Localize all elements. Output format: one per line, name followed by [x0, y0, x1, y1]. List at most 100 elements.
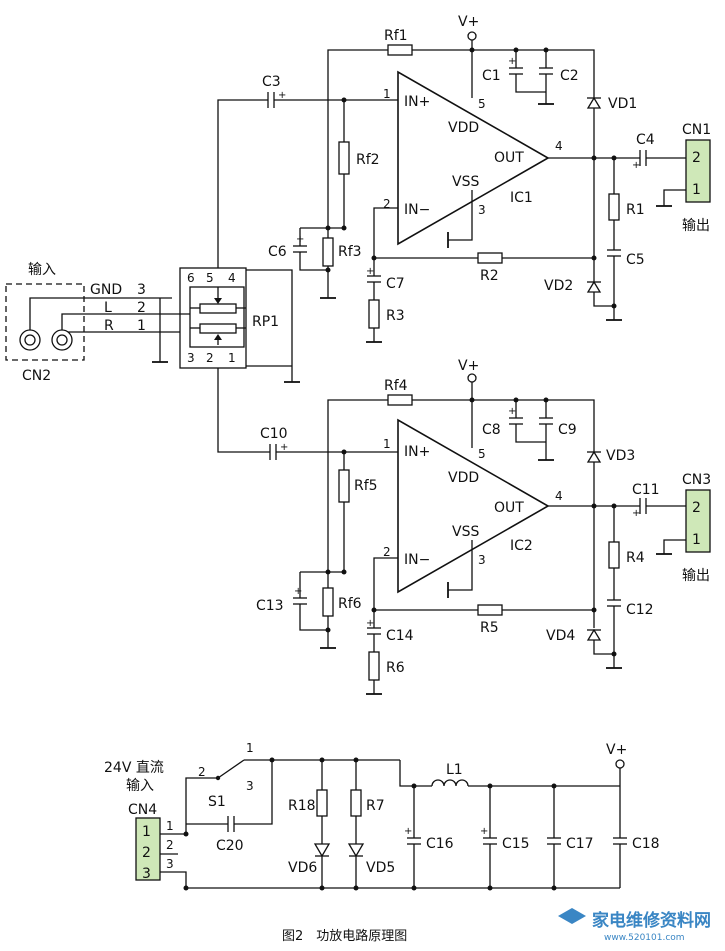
ic1-out: OUT	[494, 150, 524, 166]
l-pin-number: 2	[137, 300, 146, 316]
ic2-in-plus: IN+	[404, 444, 430, 460]
potentiometer-rp1: 6 5 4 3 2 1 RP1	[179, 99, 300, 453]
rp1-pin4: 4	[228, 271, 236, 285]
ic2-vdd: VDD	[448, 470, 479, 486]
c3-label: C3	[262, 74, 281, 90]
ic2-out: OUT	[494, 500, 524, 516]
ic1-vdd: VDD	[448, 120, 479, 136]
watermark: 家电维修资料网 www.520101.com	[558, 908, 711, 943]
power-supply-section: 24V 直流 输入 CN4 1 2 3 1 2 3 C20 1 2 3 S1	[104, 741, 660, 891]
ic2-pin2: 2	[383, 545, 391, 559]
c2-label: C2	[560, 68, 579, 84]
c4-label: C4	[636, 132, 655, 148]
cn3-pin2: 2	[692, 500, 701, 516]
figure-caption: 图2 功放电路原理图	[282, 928, 407, 944]
svg-text:+: +	[508, 56, 516, 67]
cn3-output-label: 输出	[682, 568, 710, 584]
ic2-pin5: 5	[478, 447, 486, 461]
cn3-pin1: 1	[692, 532, 701, 548]
svg-text:+: +	[508, 406, 516, 417]
svg-text:+: +	[278, 90, 286, 101]
vd2-label: VD2	[544, 278, 573, 294]
ic2-pin3: 3	[478, 553, 486, 567]
svg-text:+: +	[294, 586, 302, 597]
ic1-pin2: 2	[383, 197, 391, 211]
cn4-wire3: 3	[166, 857, 174, 871]
watermark-url: www.520101.com	[604, 933, 685, 943]
channel-1-amplifier: IN+ IN− VDD VSS OUT IC1 1 2 3 4 5 C3 + R…	[262, 14, 711, 343]
vd4-label: VD4	[546, 628, 575, 644]
c7-label: C7	[386, 276, 405, 292]
svg-text:+: +	[366, 266, 374, 277]
r2-label: R2	[480, 268, 499, 284]
cn4-pin2: 2	[142, 845, 151, 861]
ic1-pin4: 4	[555, 139, 563, 153]
rp1-pin6: 6	[187, 271, 195, 285]
cn3-label: CN3	[682, 472, 711, 488]
c1-label: C1	[482, 68, 501, 84]
ic1-pin3: 3	[478, 203, 486, 217]
c8-label: C8	[482, 422, 501, 438]
s1-pin3: 3	[246, 779, 254, 793]
ic1-name: IC1	[510, 190, 533, 206]
rp1-pin5: 5	[206, 271, 214, 285]
l1-label: L1	[446, 762, 463, 778]
rf3-label: Rf3	[338, 244, 362, 260]
ic2-pin1: 1	[383, 437, 391, 451]
c5-label: C5	[626, 252, 645, 268]
rf2-label: Rf2	[356, 152, 380, 168]
c13-label: C13	[256, 598, 284, 614]
cn1-pin1: 1	[692, 182, 701, 198]
r4-label: R4	[626, 550, 645, 566]
c12-label: C12	[626, 602, 654, 618]
s1-pin1: 1	[246, 741, 254, 755]
svg-text:+: +	[366, 618, 374, 629]
gnd-pin-number: 3	[137, 282, 146, 298]
rp1-label: RP1	[252, 314, 279, 330]
c11-label: C11	[632, 482, 660, 498]
cn4-wire1: 1	[166, 819, 174, 833]
cn1-label: CN1	[682, 122, 711, 138]
input-label: 输入	[28, 262, 56, 278]
c6-label: C6	[268, 244, 287, 260]
c9-label: C9	[558, 422, 577, 438]
c10-label: C10	[260, 426, 288, 442]
r-row-label: R	[104, 318, 114, 334]
svg-text:+: +	[632, 508, 640, 519]
cn1-output-label: 输出	[682, 218, 710, 234]
cn4-label: CN4	[128, 802, 157, 818]
cn4-pin3: 3	[142, 866, 151, 882]
r6-label: R6	[386, 660, 405, 676]
svg-text:+: +	[404, 826, 412, 837]
vplus-psu: V+	[606, 742, 627, 758]
psu-label-line2: 输入	[126, 778, 154, 794]
ic1-pin5: 5	[478, 97, 486, 111]
rf5-label: Rf5	[354, 478, 378, 494]
rp1-pin3: 3	[187, 351, 195, 365]
c14-label: C14	[386, 628, 414, 644]
s1-label: S1	[208, 794, 226, 810]
vplus-mid: V+	[458, 358, 479, 374]
c15-label: C15	[502, 836, 530, 852]
c17-label: C17	[566, 836, 594, 852]
gnd-row-label: GND	[90, 282, 122, 298]
rp1-pin1: 1	[228, 351, 236, 365]
cn4-wire2: 2	[166, 838, 174, 852]
svg-text:+: +	[632, 160, 640, 171]
svg-text:+: +	[480, 826, 488, 837]
ic2-vss: VSS	[452, 524, 479, 540]
cn4-pin1: 1	[142, 824, 151, 840]
s1-pin2: 2	[198, 765, 206, 779]
vd1-label: VD1	[608, 96, 637, 112]
cn2-label: CN2	[22, 368, 51, 384]
rf4-label: Rf4	[384, 378, 408, 394]
input-connector-cn2: 输入 CN2 GND 3 L 2 R 1	[5, 262, 190, 384]
svg-text:+: +	[280, 442, 288, 453]
rf1-label: Rf1	[384, 28, 408, 44]
r5-label: R5	[480, 620, 499, 636]
r7-label: R7	[366, 798, 385, 814]
vplus-top: V+	[458, 14, 479, 30]
ic1-in-minus: IN−	[404, 202, 430, 218]
r-pin-number: 1	[137, 318, 146, 334]
